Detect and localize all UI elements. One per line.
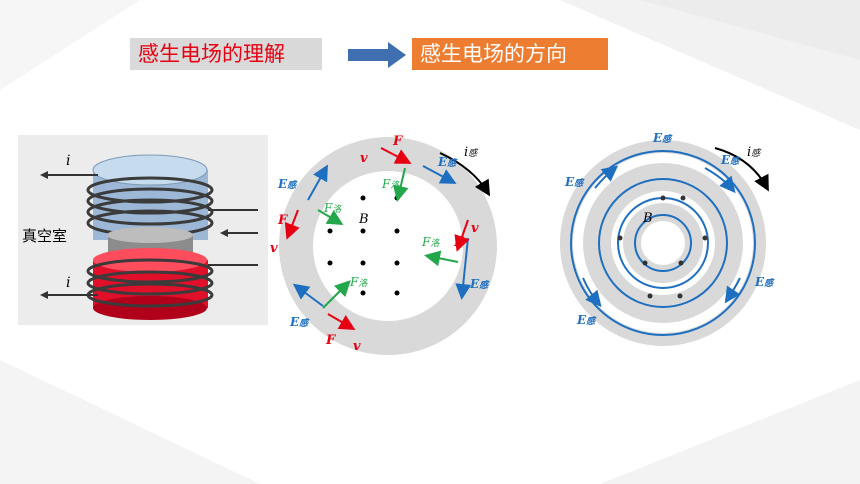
current-label-top: i: [66, 153, 70, 169]
e-label-2: E感: [437, 155, 458, 169]
induced-field-lines-diagram: B i感 E感 E感 E感 E感 E感: [560, 131, 775, 346]
v-label-top: v: [360, 151, 368, 166]
v-arrow-bottom: [327, 313, 356, 331]
f-label-left: F: [277, 213, 288, 228]
title-induced-field-direction: 感生电场的方向: [412, 38, 608, 70]
e-arrow-top-right: [422, 165, 457, 184]
right-arrow-icon: [348, 42, 406, 68]
i-label: i感: [464, 145, 479, 160]
e-label-1: E感: [652, 131, 673, 145]
b-label: B: [358, 212, 369, 227]
v-label-bottom: v: [353, 339, 361, 354]
e-label-3: E感: [720, 153, 741, 167]
induced-current-arrow: [714, 147, 769, 192]
field-arrow-2: [704, 167, 736, 194]
v-arrow-top: [380, 147, 412, 164]
f-label-right: F: [453, 235, 464, 250]
lorentz-arrow-bottom: [322, 280, 351, 309]
field-ring: [279, 137, 497, 355]
e-label-2: E感: [564, 175, 585, 189]
v-label-left: v: [270, 241, 278, 256]
induced-current-arrow: [439, 152, 491, 197]
e-label-5: E感: [576, 313, 597, 327]
lorentz-arrow-top: [392, 167, 409, 202]
lorentz-label-1: F洛: [381, 177, 400, 191]
b-field-dots: [617, 195, 708, 299]
e-label-1: E感: [277, 177, 298, 191]
lorentz-label-3: F洛: [421, 235, 440, 249]
lower-coil: [86, 258, 214, 308]
lorentz-label-2: F洛: [323, 201, 342, 215]
e-label-4: E感: [754, 275, 775, 289]
e-label-4: E感: [289, 315, 310, 329]
lorentz-label-4: F洛: [349, 275, 368, 289]
f-arrow-right: [454, 219, 470, 252]
b-label: B: [642, 211, 653, 226]
f-label-top: F: [392, 134, 403, 149]
f-label-bottom: F: [325, 333, 336, 348]
v-label-right: v: [471, 221, 479, 236]
betatron-coil-figure: i i 真空室: [18, 135, 268, 325]
field-arrow-1: [594, 165, 619, 189]
e-arrow-bottom-left: [292, 283, 324, 307]
i-label: i感: [747, 145, 762, 160]
vacuum-chamber-label: 真空室: [22, 227, 67, 245]
field-arrow-4: [582, 277, 602, 308]
induced-field-force-diagram: B i感 E感 E感 E感 E感 F v F v F v F v F洛 F洛 F…: [270, 134, 497, 355]
upper-coil: [86, 176, 214, 237]
lorentz-arrow-left: [317, 209, 344, 226]
v-arrow-left: [284, 209, 300, 240]
field-lines: [570, 150, 756, 336]
e-arrow-top-left: [307, 164, 328, 201]
e-label-3: E感: [469, 277, 490, 291]
field-arrow-3: [724, 277, 741, 304]
current-label-bottom: i: [66, 275, 70, 291]
title-induced-field-understanding: 感生电场的理解: [130, 38, 322, 70]
lorentz-arrow-right: [424, 250, 459, 267]
